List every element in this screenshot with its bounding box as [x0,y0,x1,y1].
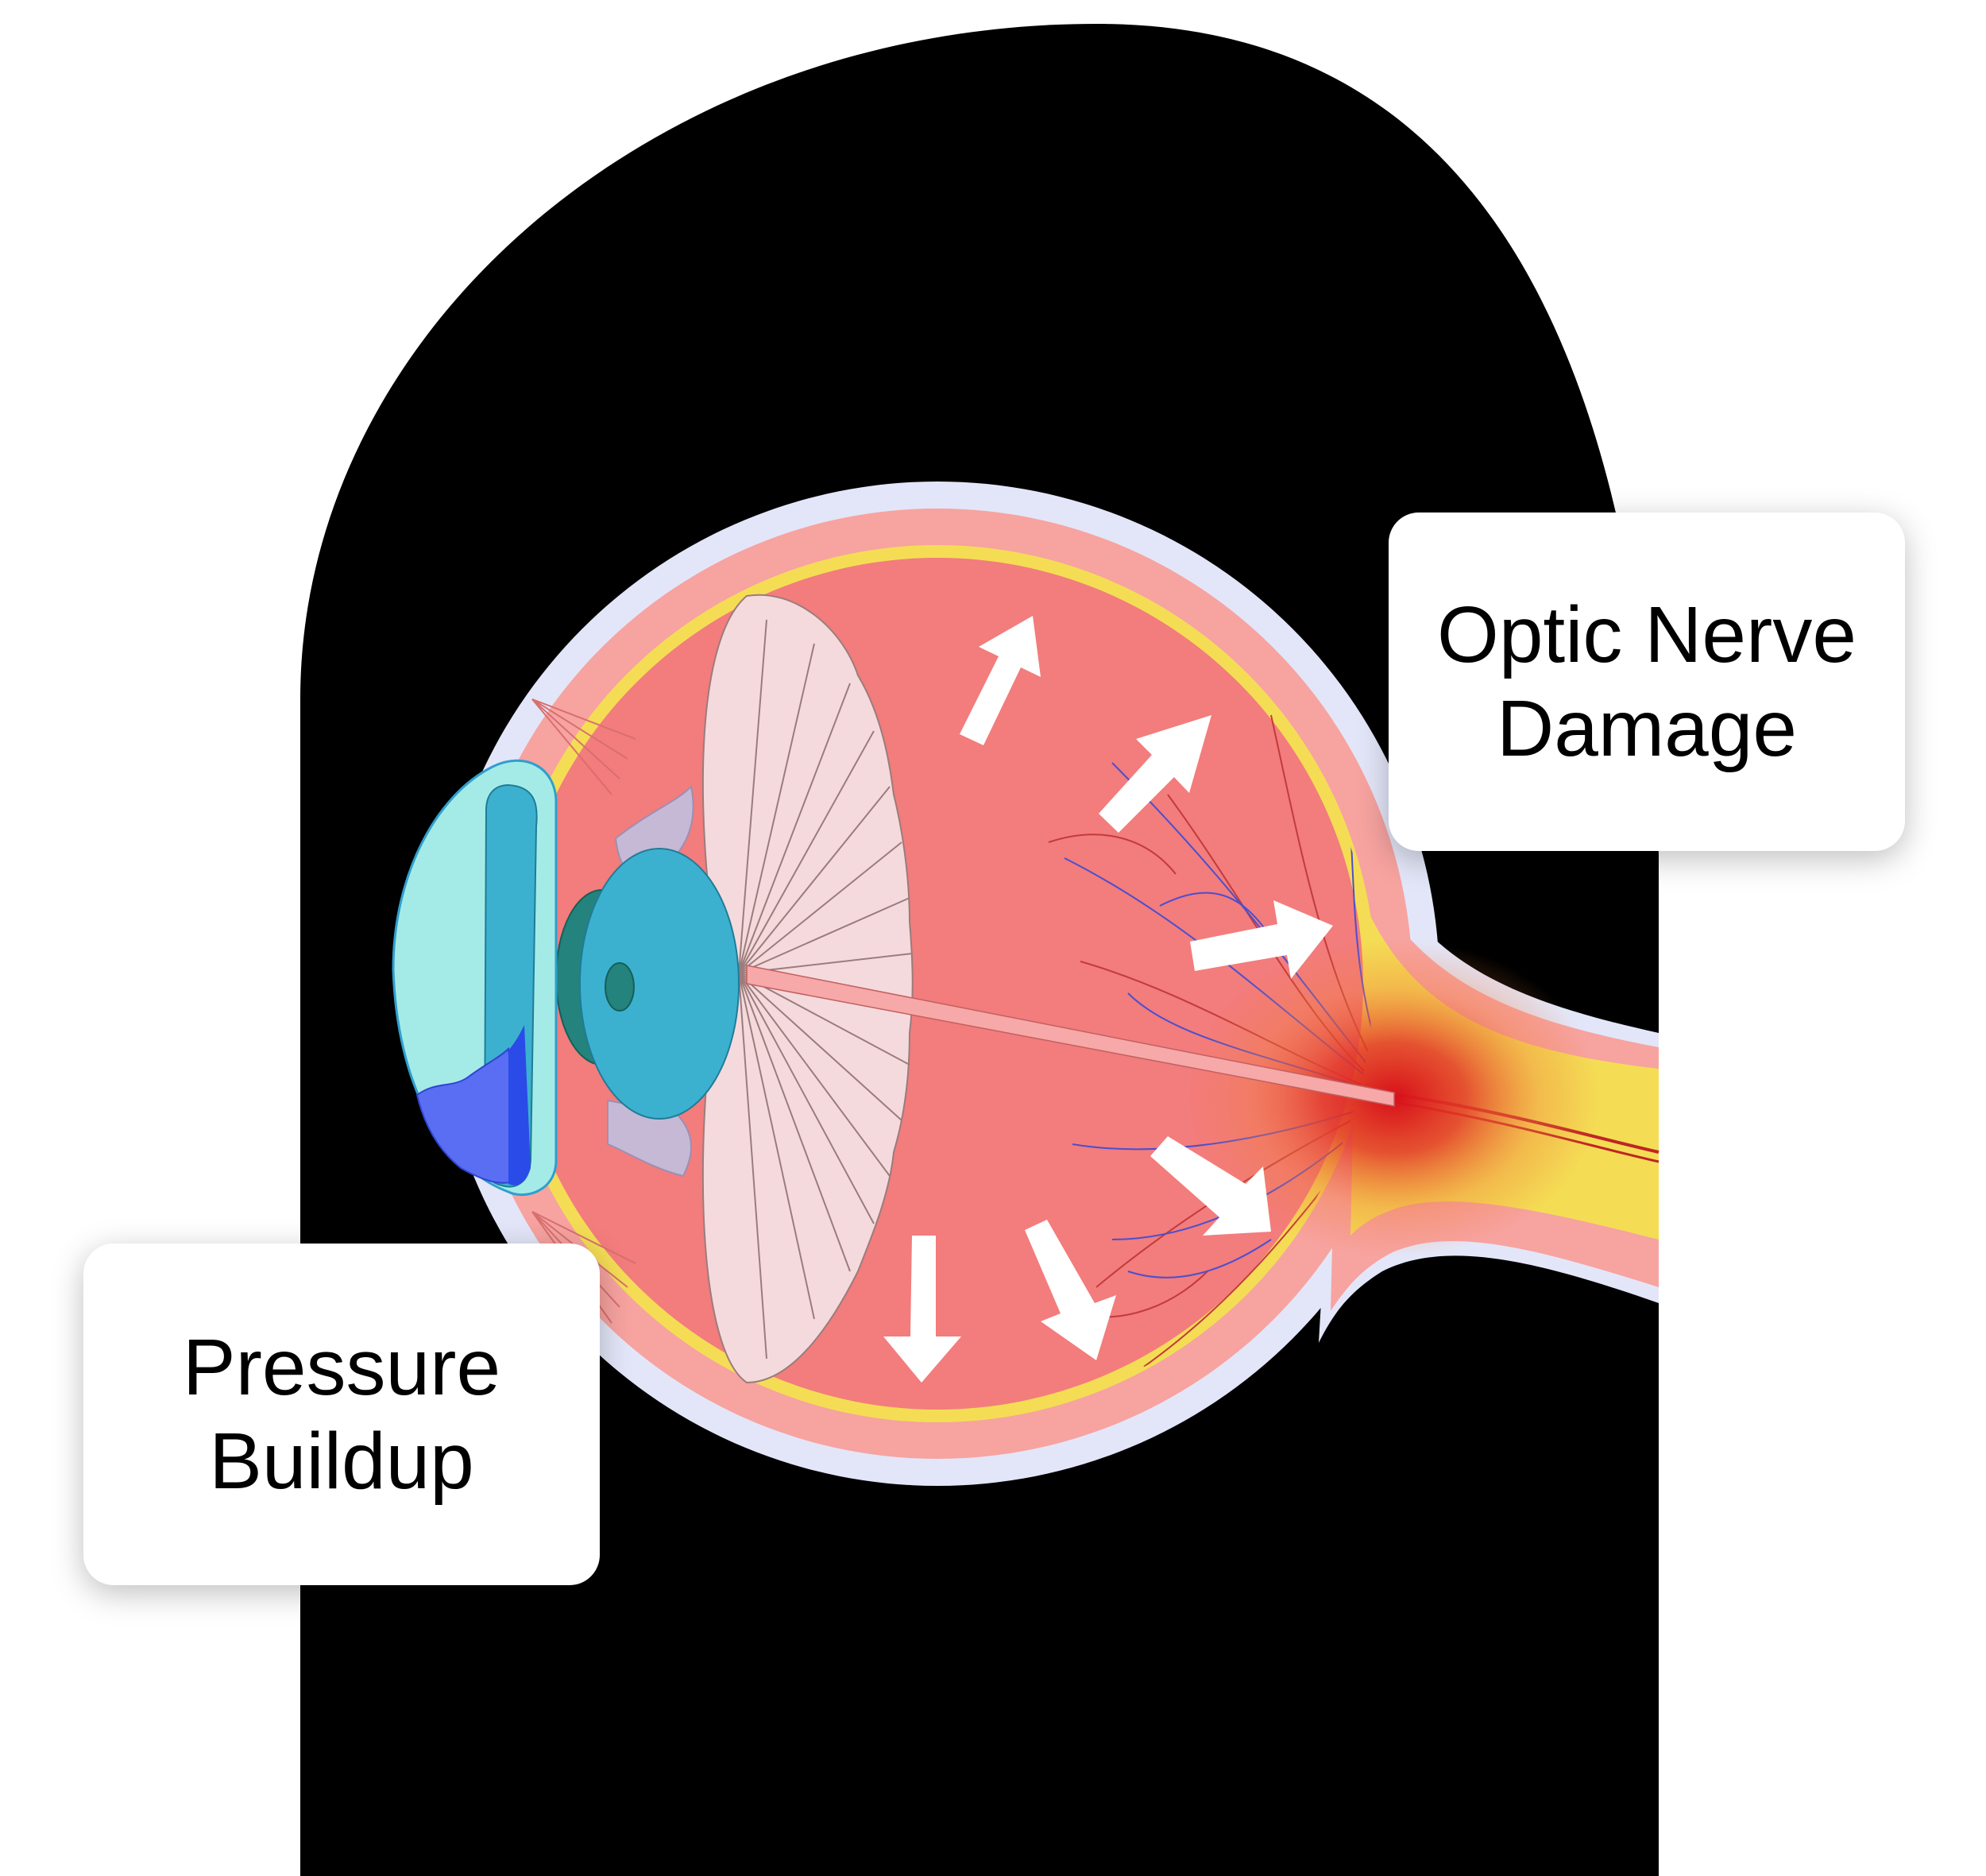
pressure-label-line2: Buildup [209,1417,474,1506]
pressure-label-line1: Pressure [182,1323,501,1412]
pressure-arrow-4 [1150,1136,1271,1236]
lens [579,848,740,1120]
pressure-arrow-1 [960,616,1041,745]
pressure-arrow-3 [1190,900,1333,979]
optic-nerve-label-line2: Damage [1497,684,1797,773]
pressure-arrow-2 [1099,715,1211,833]
aqueous-fluid-inner [508,1025,531,1186]
pressure-buildup-callout: Pressure Buildup [83,1244,600,1585]
pressure-arrows-icon [883,616,1333,1383]
visual-axis [746,965,1395,1107]
optic-nerve-label-line1: Optic Nerve [1437,590,1857,679]
pupil [605,962,635,1011]
pressure-arrow-6 [883,1236,961,1383]
pressure-arrow-5 [1025,1220,1116,1360]
optic-nerve-damage-callout: Optic Nerve Damage [1389,513,1905,851]
